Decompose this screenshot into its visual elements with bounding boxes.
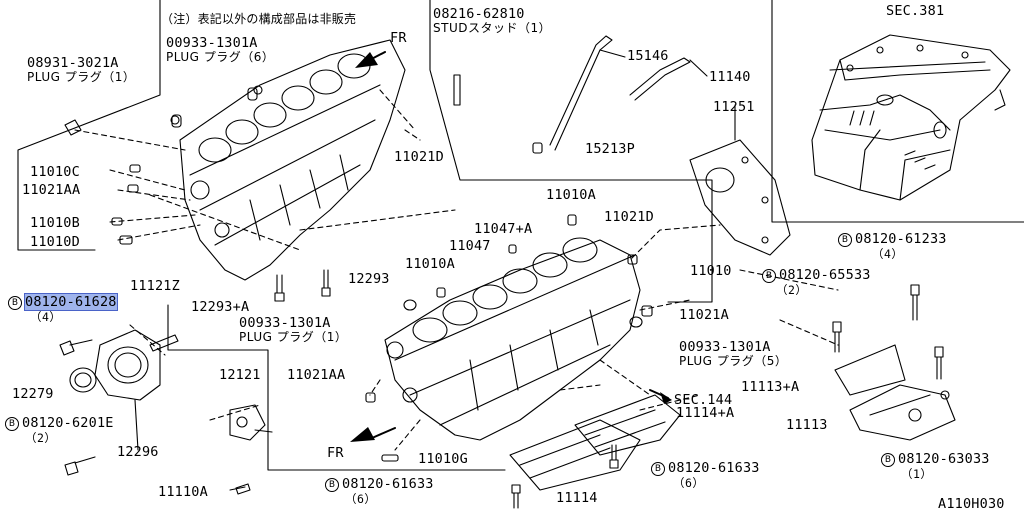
callout-11114-plus-A[interactable]: 11114+A <box>676 405 735 421</box>
callout-11113-plus-A[interactable]: 11113+A <box>741 379 800 395</box>
callout-12293-plus-A[interactable]: 12293+A <box>191 299 250 315</box>
bolt-badge-icon: B <box>5 417 19 431</box>
bolt-badge-icon: B <box>325 478 339 492</box>
callout-15213P[interactable]: 15213P <box>585 141 635 157</box>
callout-11010A-upper[interactable]: 11010A <box>546 187 596 203</box>
oil-pan-drawing <box>811 34 1011 201</box>
small-plugs-lower <box>235 214 653 495</box>
callout-08931-3021A[interactable]: 08931-3021A PLUG プラグ（1） <box>27 55 136 84</box>
leader-lines-lower <box>129 224 839 451</box>
bolts-drawing <box>59 269 944 509</box>
callout-11010[interactable]: 11010 <box>690 263 732 279</box>
callout-sec-381[interactable]: SEC.381 <box>886 3 945 19</box>
fr-arrow-lower-head <box>350 427 375 442</box>
callout-12279[interactable]: 12279 <box>12 386 54 402</box>
gasket-drawing <box>689 104 791 256</box>
callout-11010D[interactable]: 11010D <box>30 234 80 250</box>
bolt-badge-icon: B <box>881 453 895 467</box>
callout-11021D-lower[interactable]: 11021D <box>604 209 654 225</box>
fr-arrow-lower-line <box>371 427 396 439</box>
callout-11047-plus-A[interactable]: 11047+A <box>474 221 533 237</box>
small-plugs-left <box>64 87 258 245</box>
inset-frame <box>771 0 1024 223</box>
callout-11251[interactable]: 11251 <box>713 99 755 115</box>
bolt-badge-icon: B <box>8 296 22 310</box>
callout-12121[interactable]: 12121 <box>219 367 261 383</box>
callout-15146[interactable]: 15146 <box>627 48 669 64</box>
highlighted-part-number: 08120-61628 <box>24 293 118 311</box>
callout-11121Z[interactable]: 11121Z <box>130 278 180 294</box>
callout-11010A-lower[interactable]: 11010A <box>405 256 455 272</box>
engine-block-lower-drawing <box>384 237 641 441</box>
stud-and-dipstick <box>453 35 708 154</box>
callout-11010C[interactable]: 11010C <box>30 164 80 180</box>
frame-line-left <box>17 0 161 251</box>
callout-11113[interactable]: 11113 <box>786 417 828 433</box>
diagram-code: A110H030 <box>938 496 1005 511</box>
callout-08216-62810[interactable]: 08216-62810 STUDスタッド（1） <box>433 6 552 35</box>
callout-sec-144[interactable]: SEC.144 <box>674 392 733 408</box>
leader-lines-upper <box>74 89 456 251</box>
frame-line-bottom <box>167 304 506 471</box>
bearing-caps-drawing <box>509 344 956 491</box>
sec144-arrow-head <box>660 392 672 404</box>
callout-11021D-upper[interactable]: 11021D <box>394 149 444 165</box>
callout-11021AA-lower[interactable]: 11021AA <box>287 367 346 383</box>
bolt-badge-icon: B <box>651 462 665 476</box>
callout-11021A[interactable]: 11021A <box>679 307 729 323</box>
callout-00933-1301A-6[interactable]: 00933-1301A PLUG プラグ（6） <box>166 35 275 64</box>
callout-00933-1301A-1[interactable]: 00933-1301A PLUG プラグ（1） <box>239 315 348 344</box>
callout-11114[interactable]: 11114 <box>556 490 598 506</box>
callout-11021AA-upper[interactable]: 11021AA <box>22 182 81 198</box>
callout-12293[interactable]: 12293 <box>348 271 390 287</box>
callout-00933-1301A-5[interactable]: 00933-1301A PLUG プラグ（5） <box>679 339 788 368</box>
frame-line-right <box>429 0 713 303</box>
callout-12296[interactable]: 12296 <box>117 444 159 460</box>
callout-11047[interactable]: 11047 <box>449 238 491 254</box>
callout-11110A[interactable]: 11110A <box>158 484 208 500</box>
fr-arrow-upper-head <box>355 52 378 68</box>
label-fr-lower: FR <box>327 445 344 461</box>
callout-11010G[interactable]: 11010G <box>418 451 468 467</box>
callout-11140[interactable]: 11140 <box>709 69 751 85</box>
bolt-badge-icon: B <box>838 233 852 247</box>
engine-block-upper-drawing <box>170 39 406 281</box>
label-fr-upper: FR <box>390 30 407 46</box>
callout-11010B[interactable]: 11010B <box>30 215 80 231</box>
seal-and-housing-drawing <box>69 329 273 451</box>
bolt-badge-icon: B <box>762 269 776 283</box>
notice-text: （注）表記以外の構成部品は非販売 <box>161 12 357 26</box>
